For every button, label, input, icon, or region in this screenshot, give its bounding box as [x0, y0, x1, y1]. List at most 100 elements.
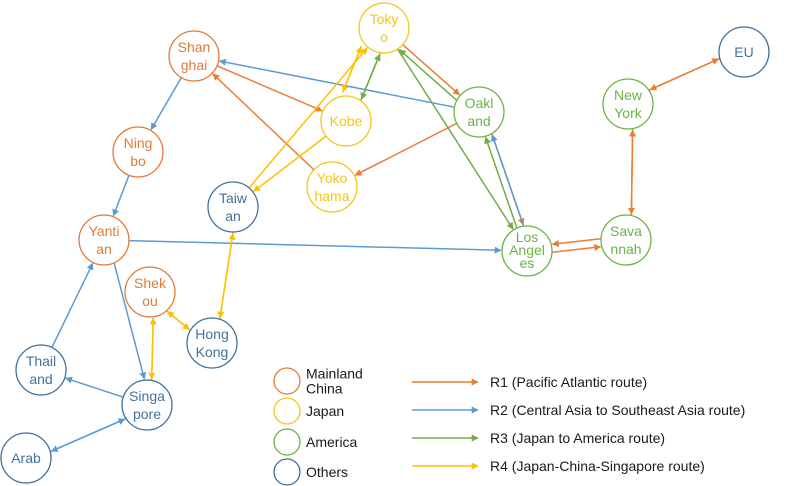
node-label-shanghai: Shan	[178, 39, 211, 55]
node-arab: Arab	[0, 432, 52, 484]
node-circle-shekou	[124, 266, 176, 318]
node-circle-arab	[0, 432, 52, 484]
legend-circle-america	[273, 428, 301, 456]
node-label-singapore: pore	[133, 406, 161, 422]
node-label-newyork: New	[614, 87, 643, 103]
legend-route-label: R1 (Pacific Atlantic route)	[490, 374, 647, 390]
legend-route-r1: R1 (Pacific Atlantic route)	[412, 374, 647, 390]
edge-r1-oakland-to-yokohama	[354, 122, 458, 176]
node-label-yantian: an	[96, 241, 112, 257]
node-label-eu: EU	[734, 44, 753, 60]
node-circle-thailand	[15, 344, 67, 396]
node-label-losangeles: es	[520, 255, 535, 271]
edge-r4-hongkong-to-taiwan	[219, 232, 236, 320]
edge-r4-kobe-to-taiwan	[253, 135, 327, 192]
edge-r1-savannah-to-losangeles	[551, 238, 601, 247]
node-yantian: Yanti an	[78, 214, 130, 266]
legend-route-label: R2 (Central Asia to Southeast Asia route…	[490, 402, 745, 418]
node-label-losangeles: Los	[516, 229, 539, 245]
legend-circle-others	[273, 458, 301, 486]
edge-r2-arab-to-singapore	[50, 418, 126, 453]
legend-group-japan: Japan	[273, 397, 344, 425]
node-label-thailand: and	[29, 371, 52, 387]
node-circle-ningbo	[112, 126, 164, 178]
node-circle-hongkong	[186, 317, 238, 369]
node-label-ningbo: Ning	[124, 135, 153, 151]
edge-r4-taiwan-to-tokyo	[248, 47, 368, 189]
node-label-ningbo: bo	[130, 153, 146, 169]
node-label-savannah: Sava	[610, 223, 642, 239]
node-circle-yokohama	[306, 161, 358, 213]
legend-group-label: Japan	[306, 403, 344, 419]
edge-r4-tokyo-to-kobe	[342, 45, 363, 93]
edge-r4-shekou-to-hongkong	[166, 310, 190, 331]
edge-r1-eu-to-newyork	[649, 57, 720, 91]
node-shekou: Shek ou	[124, 266, 176, 318]
legend-group-label: Mainland	[306, 366, 363, 382]
node-label-singapore: Singa	[129, 388, 165, 404]
legend-route-label: R4 (Japan-China-Singapore route)	[490, 458, 705, 474]
node-taiwan: Taiw an	[207, 181, 259, 233]
node-label-hongkong: Kong	[196, 344, 229, 360]
node-label-oakland: and	[467, 113, 490, 129]
node-ningbo: Ning bo	[112, 126, 164, 178]
edge-r3-losangeles-to-oakland	[484, 136, 518, 229]
edge-r2-yantian-to-singapore	[113, 263, 147, 380]
edge-r1-losangeles-to-savannah	[552, 244, 602, 253]
node-kobe: Kobe	[320, 95, 372, 147]
node-circle-oakland	[453, 86, 505, 138]
edge-r3-oakland-to-tokyo	[398, 49, 457, 101]
node-label-shekou: ou	[142, 293, 158, 309]
legend-route-label: R3 (Japan to America route)	[490, 430, 665, 446]
node-label-tokyo: Toky	[370, 11, 399, 27]
node-circle-yantian	[78, 214, 130, 266]
legend-route-r2: R2 (Central Asia to Southeast Asia route…	[412, 402, 745, 418]
node-label-hongkong: Hong	[195, 326, 228, 342]
node-label-yantian: Yanti	[89, 223, 120, 239]
node-circle-losangeles	[501, 225, 553, 277]
edge-r1-tokyo-to-oakland	[402, 44, 461, 96]
node-circle-kobe	[320, 95, 372, 147]
node-label-shekou: Shek	[134, 275, 167, 291]
node-label-taiwan: Taiw	[219, 190, 248, 206]
node-label-savannah: nnah	[610, 241, 641, 257]
edge-r1-newyork-to-savannah	[627, 129, 635, 215]
node-label-kobe: Kobe	[330, 113, 363, 129]
edge-r2-shanghai-to-ningbo	[150, 77, 183, 131]
legend-circle-japan	[273, 397, 301, 425]
node-label-losangeles: Angel	[509, 242, 545, 258]
edge-r2-singapore-to-thailand	[65, 376, 124, 398]
edge-r2-ningbo-to-yantian	[112, 175, 130, 217]
edge-r1-yokohama-to-shanghai	[212, 73, 315, 171]
node-label-oakland: Oakl	[465, 95, 494, 111]
edge-r2-losangeles-to-oakland	[490, 134, 525, 226]
node-circle-tokyo	[358, 2, 410, 54]
legend-group-others: Others	[273, 458, 348, 486]
node-label-yokohama: Yoko	[317, 170, 348, 186]
legend-group-america: America	[273, 428, 358, 456]
edge-r2-thailand-to-yantian	[51, 262, 94, 348]
node-circle-newyork	[602, 78, 654, 130]
node-savannah: Sava nnah	[600, 214, 652, 266]
node-oakland: Oakl and	[453, 86, 505, 138]
node-circle-singapore	[121, 379, 173, 431]
node-circle-eu	[718, 26, 770, 78]
node-circle-shanghai	[168, 30, 220, 82]
legend-group-label: Others	[306, 464, 348, 480]
legend-route-r3: R3 (Japan to America route)	[412, 430, 665, 446]
edge-r3-tokyo-to-losangeles	[396, 48, 514, 230]
node-label-taiwan: an	[225, 208, 241, 224]
legend-circle-mainland	[273, 367, 301, 395]
node-circle-taiwan	[207, 181, 259, 233]
